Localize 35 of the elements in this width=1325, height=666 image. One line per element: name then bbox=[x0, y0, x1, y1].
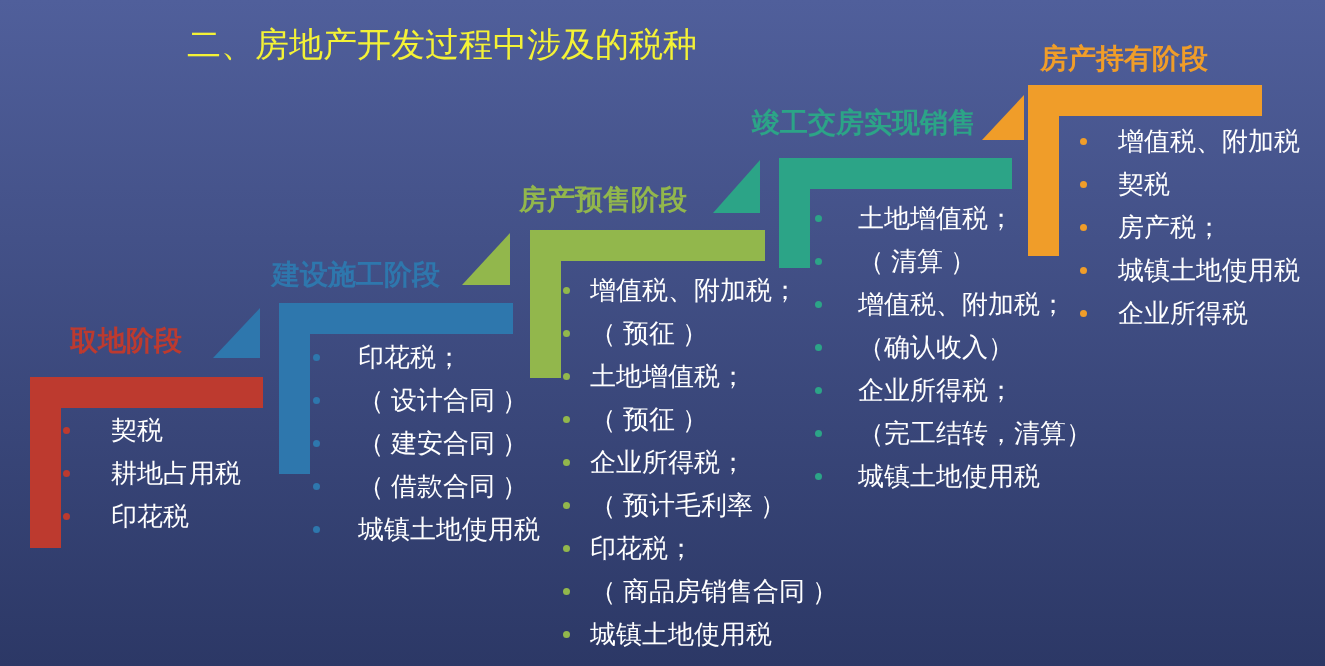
tax-item: 增值税、附加税； bbox=[858, 288, 1066, 320]
stage-heading: 房产持有阶段 bbox=[1040, 42, 1208, 76]
tax-item: 契税 bbox=[1118, 168, 1170, 200]
tax-item: 企业所得税； bbox=[858, 374, 1014, 406]
tax-item: 增值税、附加税 bbox=[1118, 125, 1300, 157]
tax-item: 耕地占用税 bbox=[111, 457, 241, 489]
tax-item: （ 借款合同 ） bbox=[358, 470, 529, 502]
tax-item: 增值税、附加税； bbox=[590, 274, 798, 306]
stage-heading: 房产预售阶段 bbox=[519, 183, 687, 217]
tax-item: 土地增值税； bbox=[590, 360, 746, 392]
tax-item: （ 预征 ） bbox=[590, 403, 709, 435]
tax-item: 印花税； bbox=[358, 341, 462, 373]
tax-item: （ 商品房销售合同 ） bbox=[590, 575, 839, 607]
stair-step bbox=[272, 258, 540, 545]
tax-item: 城镇土地使用税 bbox=[590, 618, 772, 650]
page-title: 二、房地产开发过程中涉及的税种 bbox=[187, 24, 697, 64]
tax-item: （ 预征 ） bbox=[590, 317, 709, 349]
tax-item: 契税 bbox=[111, 414, 163, 446]
tax-item: 城镇土地使用税 bbox=[1118, 254, 1300, 286]
stage-heading: 竣工交房实现销售 bbox=[752, 106, 976, 140]
tax-item: 印花税 bbox=[111, 500, 189, 532]
stage-heading: 取地阶段 bbox=[70, 324, 182, 358]
tax-item: （ 建安合同 ） bbox=[358, 427, 529, 459]
tax-item: （ 预计毛利率 ） bbox=[590, 489, 787, 521]
tax-item: 土地增值税； bbox=[858, 202, 1014, 234]
tax-item: （ 清算 ） bbox=[858, 245, 977, 277]
tax-item: 房产税； bbox=[1118, 211, 1222, 243]
tax-item: 企业所得税； bbox=[590, 446, 746, 478]
tax-item: 印花税； bbox=[590, 532, 694, 564]
tax-item: 企业所得税 bbox=[1118, 297, 1248, 329]
tax-item: （ 设计合同 ） bbox=[358, 384, 529, 416]
tax-item: 城镇土地使用税 bbox=[358, 513, 540, 545]
tax-item: （确认收入） bbox=[858, 331, 1014, 363]
tax-item: （完工结转，清算） bbox=[858, 417, 1092, 449]
tax-item: 城镇土地使用税 bbox=[858, 460, 1040, 492]
